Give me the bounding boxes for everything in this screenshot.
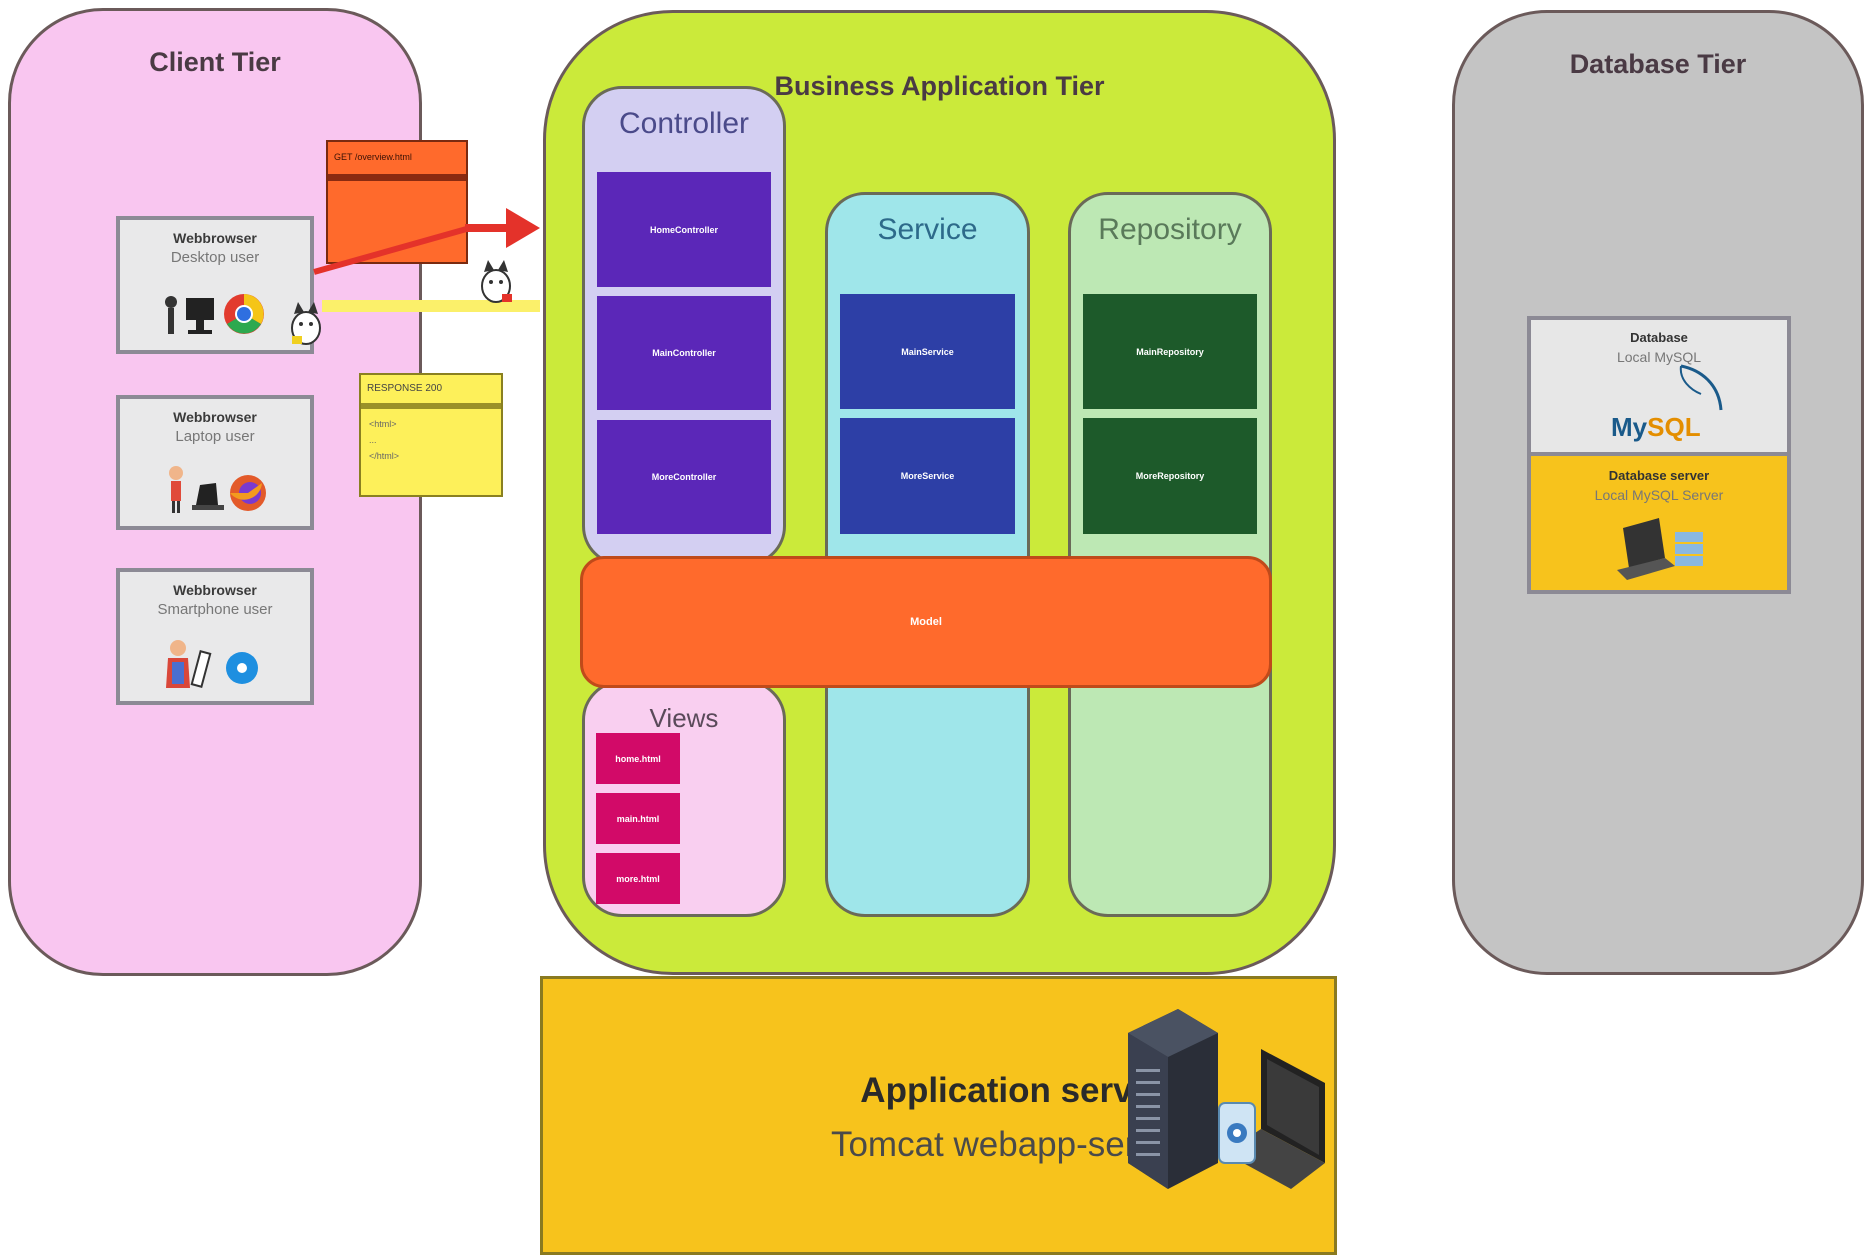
repository-label: MoreRepository bbox=[1135, 471, 1205, 481]
browser-subtitle: Smartphone user bbox=[157, 601, 273, 618]
application-server-box: Application server Tomcat webapp-server bbox=[540, 976, 1337, 1255]
smartphone-browser-box: Webbrowser Smartphone user bbox=[116, 568, 314, 705]
model-bar: Model bbox=[580, 556, 1272, 688]
mysql-logo: MySQL bbox=[1611, 412, 1701, 443]
database-subtitle: Local MySQL bbox=[1616, 349, 1702, 365]
browser-subtitle: Desktop user bbox=[170, 249, 260, 266]
database-box: Database Local MySQL MySQL bbox=[1527, 316, 1791, 456]
db-server-title: Database server bbox=[1608, 468, 1710, 483]
request-arrow bbox=[310, 206, 550, 326]
browser-subtitle: Laptop user bbox=[175, 428, 255, 445]
database-title: Database bbox=[1630, 330, 1688, 345]
repository-title: Repository bbox=[1098, 213, 1242, 246]
database-server-box: Database server Local MySQL Server bbox=[1527, 456, 1791, 594]
db-server-subtitle: Local MySQL Server bbox=[1594, 487, 1724, 503]
controller-title: Controller bbox=[618, 107, 750, 140]
service-label: MoreService bbox=[900, 471, 955, 481]
view-label: more.html bbox=[616, 873, 660, 884]
cat-mascot-icon bbox=[286, 298, 326, 350]
server-rack-icon bbox=[1118, 1003, 1228, 1193]
view-block: main.html bbox=[596, 793, 680, 844]
browser-title: Webbrowser bbox=[173, 230, 257, 246]
laptop-icon bbox=[1211, 1043, 1331, 1193]
repository-label: MainRepository bbox=[1136, 346, 1204, 357]
app-server-subtitle: Tomcat webapp-server bbox=[830, 1125, 1186, 1164]
service-block: MoreService bbox=[840, 418, 1015, 534]
laptop-user-icon bbox=[166, 465, 276, 517]
mysql-logo-my: My bbox=[1611, 412, 1648, 442]
response-line: <html> bbox=[369, 419, 397, 429]
mysql-logo-sql: SQL bbox=[1647, 412, 1701, 442]
controller-block: MoreController bbox=[597, 420, 771, 534]
response-line: </html> bbox=[369, 451, 400, 461]
dolphin-icon bbox=[1671, 360, 1731, 420]
database-tier-title: Database Tier bbox=[1569, 49, 1747, 79]
repository-block: MoreRepository bbox=[1083, 418, 1257, 534]
service-label: MainService bbox=[901, 346, 954, 357]
service-title: Service bbox=[877, 213, 978, 246]
laptop-server-icon bbox=[1613, 514, 1713, 584]
business-tier-title: Business Application Tier bbox=[774, 71, 1105, 101]
desktop-user-icon bbox=[160, 290, 280, 346]
view-block: more.html bbox=[596, 853, 680, 904]
controller-label: MoreController bbox=[651, 472, 717, 482]
view-label: main.html bbox=[616, 813, 660, 824]
app-server-title: Application server bbox=[860, 1071, 1166, 1110]
client-tier-title: Client Tier bbox=[149, 47, 281, 77]
service-block: MainService bbox=[840, 294, 1015, 409]
response-header: RESPONSE 200 bbox=[361, 375, 501, 409]
views-title: Views bbox=[649, 703, 719, 733]
http-request-box: GET /overview.html bbox=[326, 140, 468, 264]
desktop-browser-box: Webbrowser Desktop user bbox=[116, 216, 314, 354]
view-label: home.html bbox=[615, 753, 661, 764]
repository-block: MainRepository bbox=[1083, 294, 1257, 409]
browser-title: Webbrowser bbox=[173, 582, 257, 598]
browser-title: Webbrowser bbox=[173, 409, 257, 425]
model-label: Model bbox=[910, 616, 942, 628]
cat-mascot-icon bbox=[476, 256, 516, 308]
smartphone-user-icon bbox=[164, 638, 274, 694]
controller-block: HomeController bbox=[597, 172, 771, 287]
http-response-box: RESPONSE 200 <html> ... </html> bbox=[359, 373, 503, 497]
response-line: ... bbox=[369, 435, 377, 445]
request-label: GET /overview.html bbox=[328, 142, 466, 181]
laptop-browser-box: Webbrowser Laptop user bbox=[116, 395, 314, 530]
controller-label: HomeController bbox=[649, 224, 718, 235]
controller-block: MainController bbox=[597, 296, 771, 410]
view-block: home.html bbox=[596, 733, 680, 784]
controller-label: MainController bbox=[652, 348, 716, 358]
